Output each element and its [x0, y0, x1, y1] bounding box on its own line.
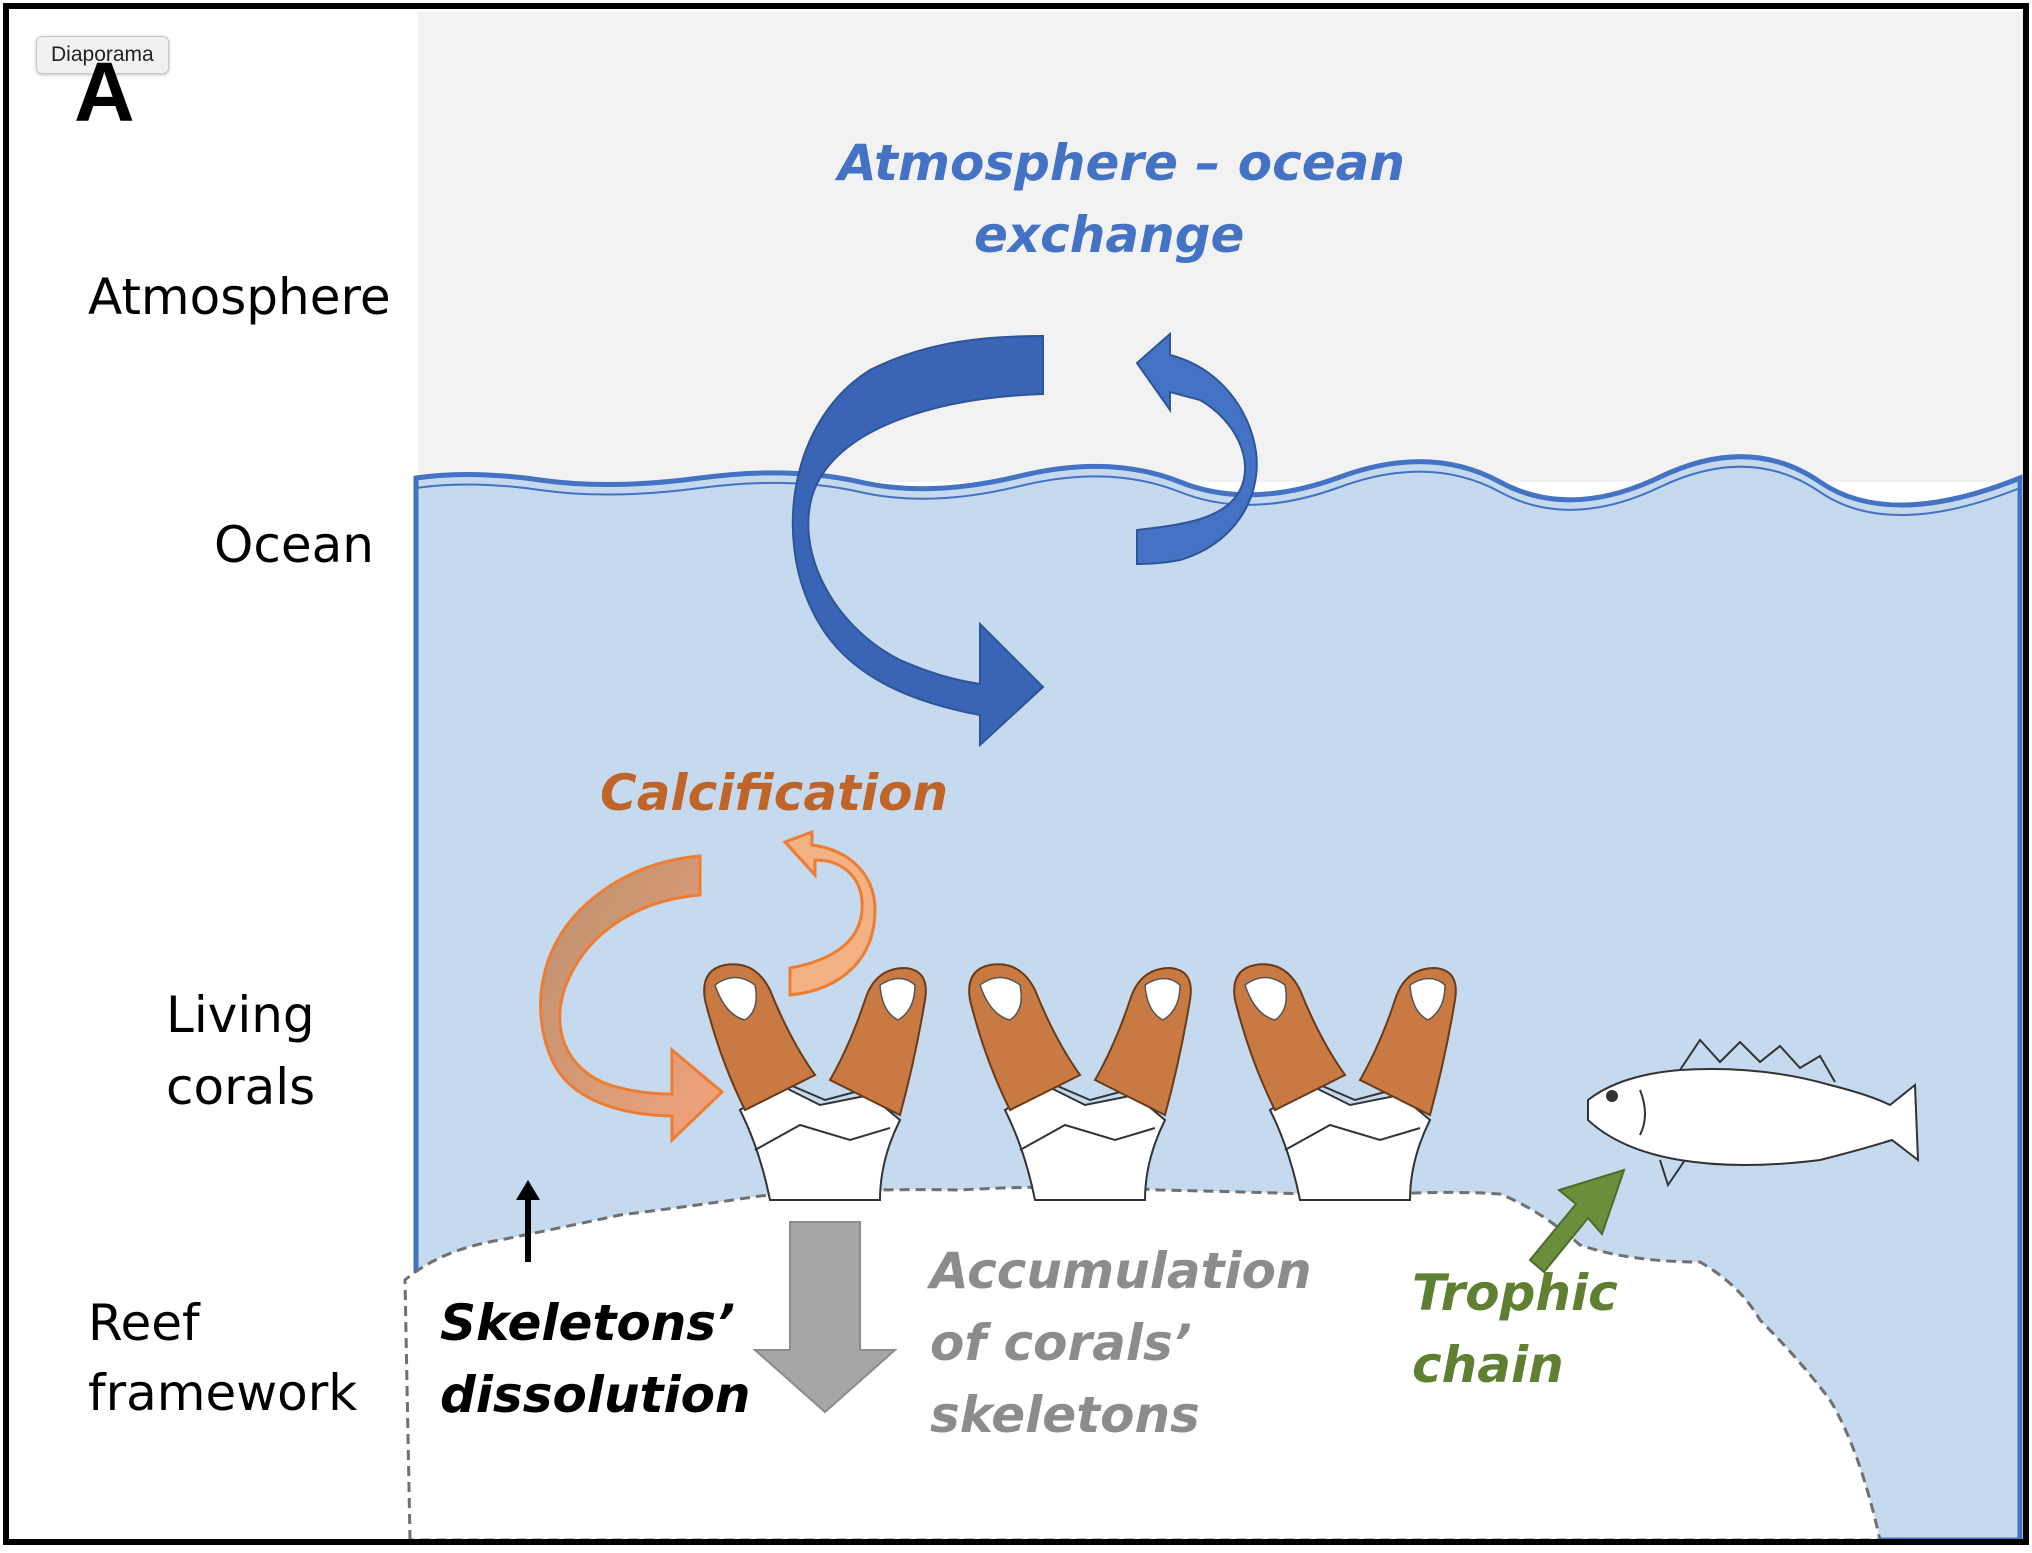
panel-letter: A [74, 45, 135, 139]
label-trophic-line1: Trophic [1412, 1264, 1618, 1322]
accumulation-arrow [752, 1221, 898, 1414]
coral-colony-2 [968, 963, 1192, 1201]
label-ocean: Ocean [214, 516, 374, 574]
reef-framework-region [403, 1185, 1882, 1542]
label-reef-line2: framework [88, 1364, 358, 1422]
label-exchange-line2: exchange [974, 206, 1245, 264]
exchange-arrow-up [1135, 331, 1258, 566]
label-dissolution-line2: dissolution [440, 1366, 751, 1424]
label-exchange-line1: Atmosphere – ocean [838, 134, 1405, 192]
dissolution-arrow-head [516, 1180, 540, 1200]
coral-colony-1 [703, 963, 927, 1201]
fish-drawing [1587, 1038, 1920, 1188]
label-accumulation-line2: of corals’ [930, 1314, 1192, 1372]
label-dissolution-line1: Skeletons’ [440, 1294, 736, 1352]
label-trophic-line2: chain [1412, 1336, 1564, 1394]
label-accumulation-line3: skeletons [930, 1386, 1200, 1444]
calcification-arrow-large [539, 854, 725, 1144]
exchange-arrow-down [791, 334, 1045, 748]
label-calcification: Calcification [600, 764, 949, 822]
label-living-corals-line1: Living [166, 986, 315, 1044]
label-atmosphere: Atmosphere [88, 268, 391, 326]
label-living-corals-line2: corals [166, 1058, 316, 1116]
trophic-chain-arrow [1528, 1168, 1626, 1274]
diaporama-tooltip[interactable]: Diaporama [36, 36, 169, 74]
label-accumulation-line1: Accumulation [930, 1242, 1312, 1300]
calcification-arrow-small [782, 829, 877, 997]
coral-colony-3 [1233, 963, 1457, 1201]
ocean-surface-line [415, 465, 2021, 517]
figure-frame [3, 3, 2029, 1545]
label-reef-line1: Reef [88, 1294, 200, 1352]
